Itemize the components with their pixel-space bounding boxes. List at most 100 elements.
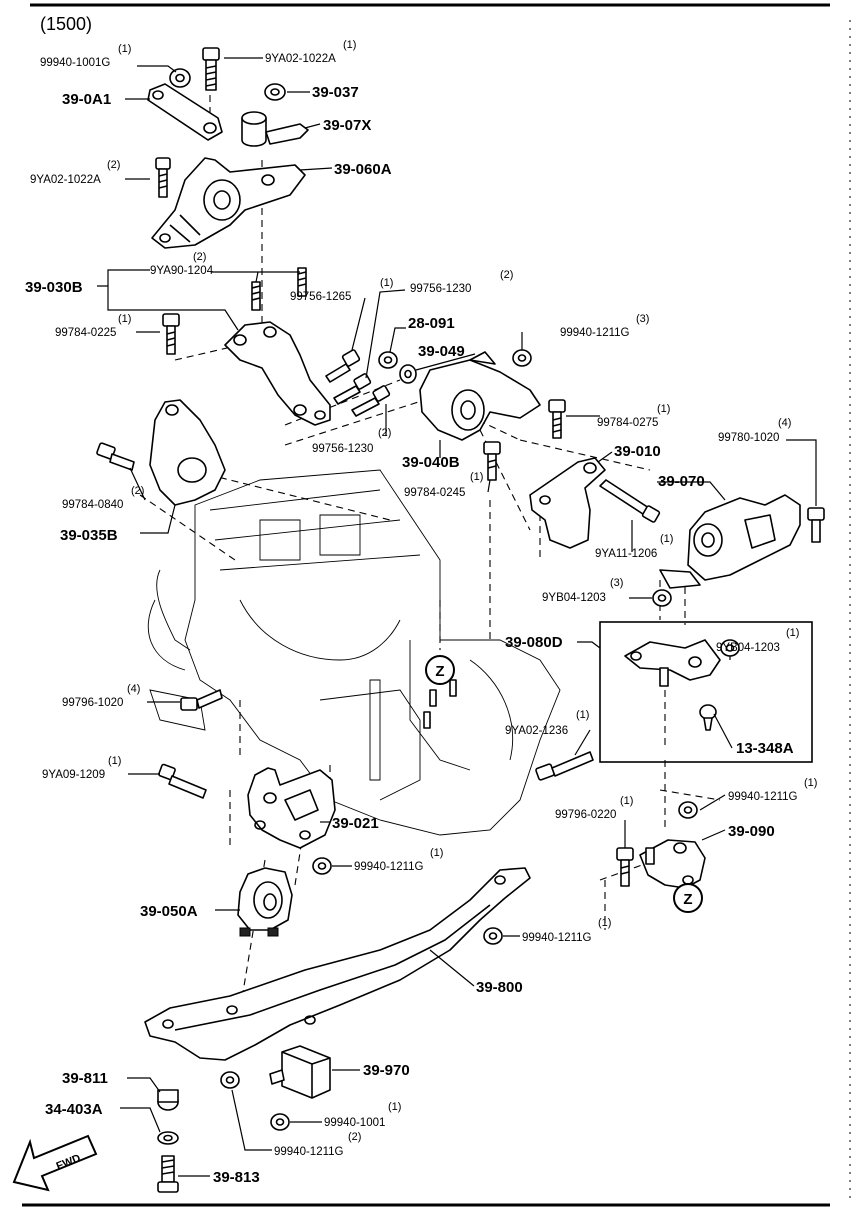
part-bolt-99784-0840 [96,442,135,471]
label-39-970: 39-970 [363,1062,410,1079]
label-99756-1230-top: 99756-1230 [410,283,471,295]
label-9ya02-1022a-top: 9YA02-1022A [265,53,336,65]
callout-labels: (1) 99940-1001G (1) 9YA02-1022A 39-0A1 3… [25,39,817,1186]
leader-lines [97,57,817,1177]
qty-99756-1265: (1) [380,277,393,289]
detail-box-39-080d [599,621,813,763]
label-39-049: 39-049 [418,343,465,360]
label-39-035b: 39-035B [60,527,118,544]
part-studs-engine [423,679,457,729]
label-39-030b: 39-030B [25,279,83,296]
label-99756-1265: 99756-1265 [290,291,351,303]
label-99940-1211g-mid: 99940-1211G [354,861,424,873]
label-9ya09-1209: 9YA09-1209 [42,769,105,781]
part-nut-28-091 [378,351,398,369]
label-99784-0275: 99784-0275 [597,417,658,429]
fwd-direction-arrow: FWD [12,1134,98,1192]
label-39-050a: 39-050A [140,903,198,920]
label-99796-0220: 99796-0220 [555,809,616,821]
qty-9yb04-1203-a: (3) [610,577,623,589]
qty-99756-1230-low: (2) [378,427,391,439]
label-99796-1020: 99796-1020 [62,697,123,709]
part-mount-39-060a [151,157,306,249]
part-bracket-39-021 [247,767,336,849]
part-bracket-39-010 [529,457,606,549]
part-nut-9yb04-1203-a [652,589,672,607]
qty-99940-1001: (1) [388,1101,401,1113]
qty-99940-1211g-bottom: (2) [348,1131,361,1143]
part-bolt-9ya02-1022a-top [202,47,220,91]
qty-99940-1211g-right: (1) [804,777,817,789]
label-39-800: 39-800 [476,979,523,996]
qty-9ya02-1022a-top: (1) [343,39,356,51]
part-bracket-39-030b [224,321,331,426]
part-nut-39-811 [157,1089,179,1111]
part-nut-99940-1001 [270,1113,290,1131]
qty-9ya09-1209: (1) [108,755,121,767]
part-damper-39-970 [269,1045,331,1099]
label-39-090: 39-090 [728,823,775,840]
label-39-040b: 39-040B [402,454,460,471]
qty-9ya02-1022a-left: (2) [107,159,120,171]
qty-99780-1020: (4) [778,417,791,429]
part-nut-99940-1001g [169,68,191,88]
label-99940-1211g-bottom: 99940-1211G [274,1146,344,1158]
assembly-dashed-lines [139,95,721,1041]
qty-9ya90-1204: (2) [193,251,206,263]
label-9yb04-1203-b: 9YB04-1203 [716,642,780,654]
qty-99784-0275: (1) [657,403,670,415]
label-9ya02-1236: 9YA02-1236 [505,725,568,737]
label-39-813: 39-813 [213,1169,260,1186]
part-bolt-99784-0275 [548,399,566,439]
qty-99940-1211g-mid: (1) [430,847,443,859]
label-39-037: 39-037 [312,84,359,101]
part-mount-39-050a [237,867,293,937]
label-39-080d: 39-080D [505,634,563,651]
qty-99940-1211g-low: (1) [598,917,611,929]
label-9yb04-1203-a: 9YB04-1203 [542,592,606,604]
label-13-348a: 13-348A [736,740,794,757]
label-99756-1230-low: 99756-1230 [312,443,373,455]
part-stud-39-813 [157,1155,179,1193]
part-bolt-99784-0225 [162,313,180,355]
label-99940-1211g-low: 99940-1211G [522,932,592,944]
z-marker-engine: Z [425,655,455,685]
label-99784-0840: 99784-0840 [62,499,123,511]
part-crossmember-39-800 [144,867,531,1061]
part-mount-39-040b [419,351,541,441]
part-mount-39-035b [149,399,226,506]
qty-99940-1001g: (1) [118,43,131,55]
page-frame [22,3,851,1207]
label-9ya02-1022a-left: 9YA02-1022A [30,174,101,186]
qty-99784-0245: (1) [470,471,483,483]
qty-99756-1230-top: (2) [500,269,513,281]
qty-99940-1211g-top: (3) [636,313,649,325]
part-bolt-99796-0220 [616,847,634,887]
part-washer-34-403a [157,1131,179,1145]
part-nut-99940-1211g-low [483,927,503,945]
svg-text:Z: Z [683,891,692,908]
part-nut-9yb04-1203-b [720,639,740,657]
qty-99796-0220: (1) [620,795,633,807]
part-bolts-99756-1230 [333,373,391,417]
part-stopper-39-07x [241,111,309,147]
label-28-091: 28-091 [408,315,455,332]
part-bolt-9ya02-1236 [535,751,594,781]
label-39-07x: 39-07X [323,117,371,134]
part-nut-99940-1211g-bottom [220,1071,240,1089]
qty-9ya02-1236: (1) [576,709,589,721]
label-99780-1020: 99780-1020 [718,432,779,444]
svg-text:Z: Z [435,663,444,680]
label-9ya90-1204: 9YA90-1204 [150,265,214,277]
qty-9ya11-1206: (1) [660,533,673,545]
part-bolt-99796-1020 [180,689,223,711]
label-39-010: 39-010 [614,443,661,460]
label-39-060a: 39-060A [334,161,392,178]
part-bracket-39-080d [624,639,721,687]
qty-99784-0840: (2) [131,485,144,497]
part-bolt-9ya11-1206 [599,479,661,523]
engine-block-outline [147,469,561,836]
part-bracket-39-0a1 [147,83,223,141]
part-nut-99940-1211g-right [678,801,698,819]
